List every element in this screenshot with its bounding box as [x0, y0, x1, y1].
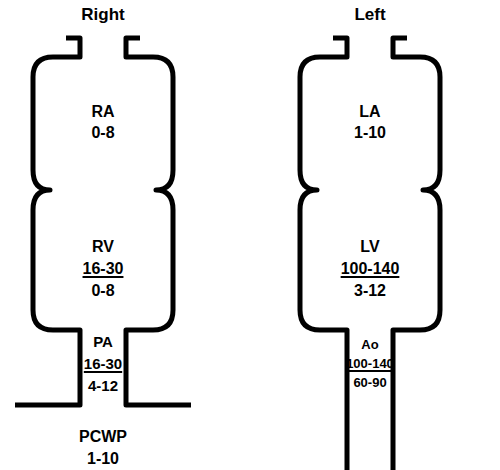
diastolic-pressure: 60-90 — [353, 373, 386, 392]
vessel-name: Ao — [361, 335, 378, 354]
chamber-name: RV — [92, 236, 114, 258]
systolic-pressure: 100-140 — [341, 258, 400, 280]
chamber-name: RA — [91, 101, 114, 122]
vessel-name: PA — [93, 331, 113, 353]
diastolic-pressure: 3-12 — [354, 280, 386, 302]
chamber-box: RA0-8 — [40, 101, 166, 143]
left-heart-right-wall — [393, 38, 440, 470]
chamber-name: LA — [359, 101, 380, 122]
diastolic-pressure: 0-8 — [91, 280, 114, 302]
side-heading: Left — [300, 5, 440, 25]
pressure-range: 0-8 — [91, 122, 114, 143]
diastolic-pressure: 4-12 — [88, 375, 118, 397]
right-heart-right-wall — [126, 38, 191, 405]
left-heart-left-wall — [300, 38, 347, 470]
chamber-name: LV — [360, 236, 379, 258]
pressure-range: 1-10 — [33, 449, 173, 469]
side-heading: Right — [33, 5, 173, 25]
systolic-pressure: 16-30 — [84, 353, 122, 375]
chamber-box: LV100-1403-12 — [307, 236, 433, 302]
chamber-box: LA1-10 — [307, 101, 433, 143]
pressure-label: PCWP — [33, 427, 173, 447]
vessel-box: Ao100-14060-90 — [349, 335, 391, 392]
right-heart-left-wall — [15, 38, 80, 405]
chamber-box: RV16-300-8 — [40, 236, 166, 302]
vessel-box: PA16-304-12 — [82, 331, 124, 397]
pressure-range: 1-10 — [354, 122, 386, 143]
systolic-pressure: 100-140 — [346, 354, 394, 373]
systolic-pressure: 16-30 — [83, 258, 124, 280]
